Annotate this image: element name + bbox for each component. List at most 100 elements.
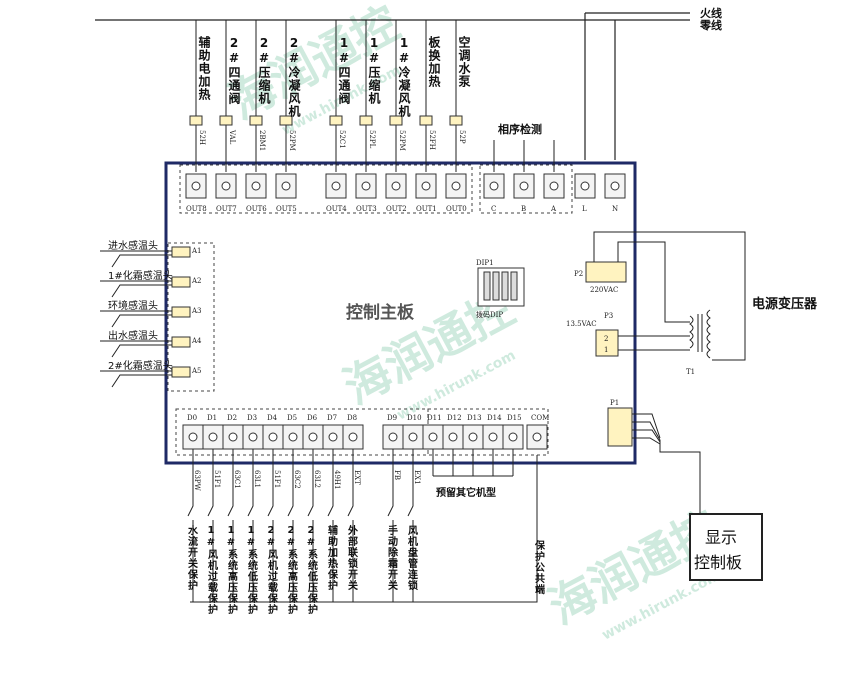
screw-icon xyxy=(191,181,201,191)
live-wire-label: 火线 xyxy=(700,6,722,20)
output-label: 2#四通阀 xyxy=(227,36,241,105)
output-code: 52PM xyxy=(288,130,296,151)
input-label: 1#风机过载保护 xyxy=(206,525,219,615)
input-code: EXT xyxy=(353,470,361,485)
d-label: D11 xyxy=(427,414,442,422)
d-label: D4 xyxy=(267,414,278,422)
d-label: D12 xyxy=(447,414,462,422)
screw-icon xyxy=(391,181,401,191)
out-label: OUT1 xyxy=(416,205,437,213)
screw-icon xyxy=(580,181,590,191)
reserved-label: 预留其它机型 xyxy=(436,486,496,499)
screw-icon xyxy=(248,432,258,442)
relay-coil xyxy=(329,115,343,126)
sensor-label: 出水感温头 xyxy=(108,329,158,342)
output-label: 2#压缩机 xyxy=(257,36,271,105)
p2-name: P2 xyxy=(574,270,583,278)
screw-icon xyxy=(489,181,499,191)
screw-icon xyxy=(208,432,218,442)
p3-pin: 1 xyxy=(604,346,608,354)
output-code: 52H xyxy=(198,130,206,145)
screw-icon xyxy=(451,181,461,191)
display-label: 显示 xyxy=(705,528,737,547)
transformer-title: 电源变压器 xyxy=(752,296,818,312)
screw-icon xyxy=(488,432,498,442)
main-board xyxy=(164,161,637,465)
neutral-wire-label: 零线 xyxy=(699,18,722,32)
input-code: 51F1 xyxy=(213,470,221,488)
phase-label: B xyxy=(521,205,526,213)
d-label: D7 xyxy=(327,414,337,422)
output-label: 1#压缩机 xyxy=(367,36,381,105)
d-label: D13 xyxy=(467,414,482,422)
d-label: D15 xyxy=(507,414,522,422)
input-label: 2#系统低压保护 xyxy=(306,525,319,615)
screw-icon xyxy=(519,181,529,191)
d-label: D1 xyxy=(207,414,217,422)
phase-label: A xyxy=(550,205,557,213)
dip-label: 拨码DIP xyxy=(476,310,503,319)
screw-icon xyxy=(428,432,438,442)
input-code: EX1 xyxy=(413,470,421,485)
sensor-connector xyxy=(171,336,191,348)
screw-icon xyxy=(331,181,341,191)
input-code: FB xyxy=(393,470,401,480)
input-label: 1#系统高压保护 xyxy=(226,525,239,615)
sensor-connector xyxy=(171,276,191,288)
p2-connector xyxy=(585,261,627,283)
sensor-connector xyxy=(171,306,191,318)
relay-coil xyxy=(449,115,463,126)
relay-coil xyxy=(359,115,373,126)
dip-title: DIP1 xyxy=(476,259,494,267)
input-label: 1#系统低压保护 xyxy=(246,525,259,615)
out-label: OUT7 xyxy=(216,205,237,213)
screw-icon xyxy=(388,432,398,442)
out-label: OUT4 xyxy=(326,205,347,213)
power-label: L xyxy=(582,205,587,213)
screw-icon xyxy=(421,181,431,191)
d-label: D3 xyxy=(247,414,257,422)
relay-coil xyxy=(389,115,403,126)
p1-name: P1 xyxy=(610,399,619,407)
output-code: 52PL xyxy=(368,130,376,149)
sensor-label: 1#化霜感温头 xyxy=(108,269,173,282)
transformer-coil xyxy=(689,309,711,359)
relay-coil xyxy=(279,115,293,126)
screw-icon xyxy=(508,432,518,442)
out-label: OUT2 xyxy=(386,205,407,213)
d-label: D8 xyxy=(347,414,357,422)
screw-icon xyxy=(188,432,198,442)
power-label: N xyxy=(612,205,618,213)
screw-icon xyxy=(308,432,318,442)
sensor-label: 环境感温头 xyxy=(108,299,158,312)
output-code: VAL xyxy=(228,129,236,145)
common-label: 保护公共端 xyxy=(533,539,546,595)
output-label: 空调水泵 xyxy=(457,35,471,88)
board-title: 控制主板 xyxy=(346,302,415,323)
p3-name: P3 xyxy=(604,312,613,320)
screw-icon xyxy=(221,181,231,191)
out-label: OUT3 xyxy=(356,205,377,213)
screw-icon xyxy=(228,432,238,442)
sensor-label: 进水感温头 xyxy=(108,239,158,252)
input-label: 手动除霜开关 xyxy=(386,524,399,591)
sensor-label: 2#化霜感温头 xyxy=(108,359,173,372)
input-label: 风机盘管连锁 xyxy=(406,525,418,591)
d-label: D2 xyxy=(227,414,237,422)
output-code: 52P xyxy=(458,130,466,144)
screw-icon xyxy=(361,181,371,191)
sensor-port: A1 xyxy=(191,247,202,255)
output-label: 2#冷凝风机 xyxy=(287,36,301,118)
output-code: 52PM xyxy=(398,130,406,151)
screw-icon xyxy=(408,432,418,442)
d-label: D6 xyxy=(307,414,318,422)
relay-coil xyxy=(189,115,203,126)
input-code: 63L1 xyxy=(253,470,261,488)
phase-detect-title: 相序检测 xyxy=(498,122,542,136)
screw-icon xyxy=(549,181,559,191)
input-code: 63C1 xyxy=(233,470,241,489)
p1-connector xyxy=(607,407,633,447)
out-label: OUT6 xyxy=(246,205,267,213)
